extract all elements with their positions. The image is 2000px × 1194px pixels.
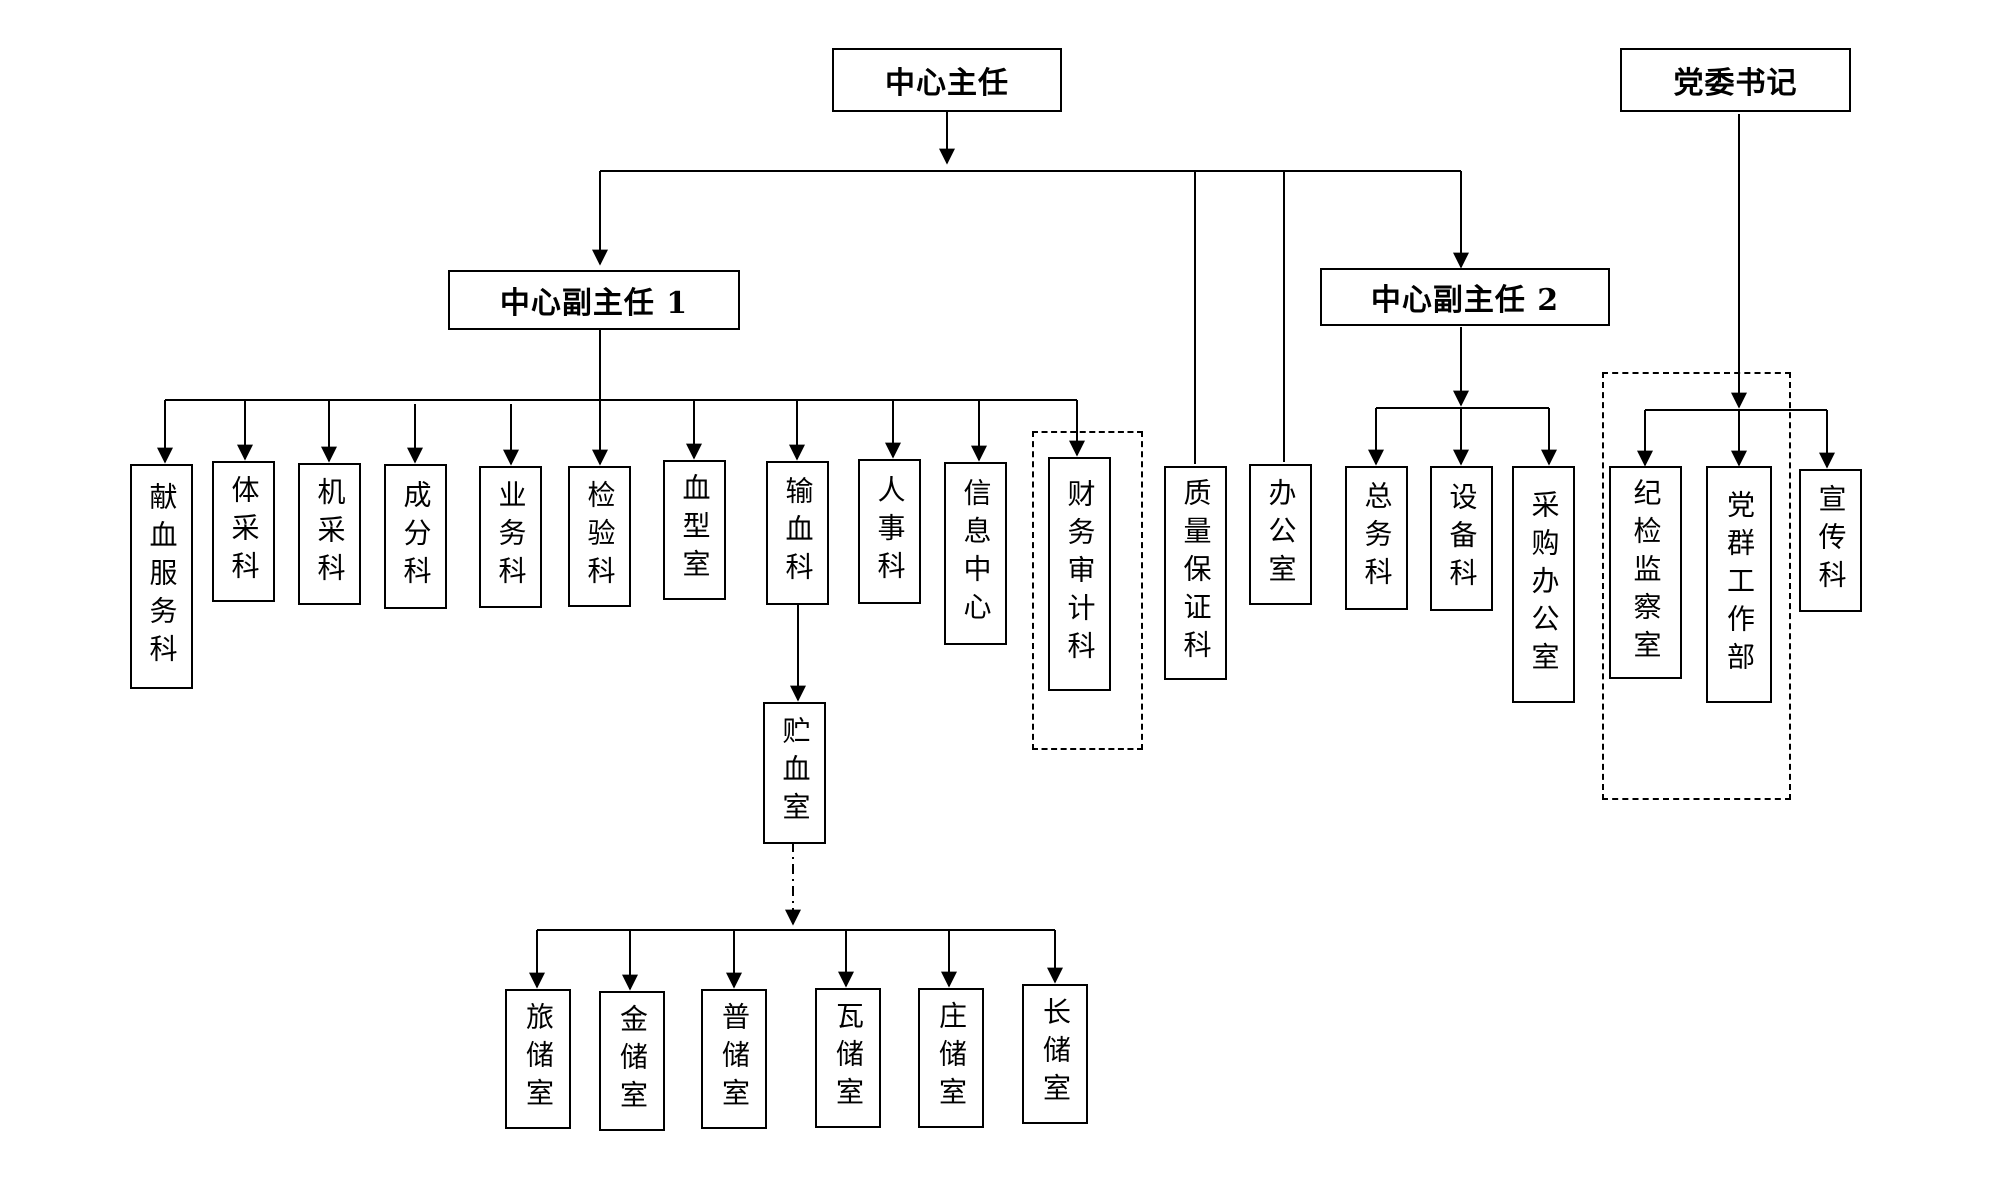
dept-information-center: 信息中心 [944,462,1007,645]
deputy-director-1-box: 中心副主任 1 [448,270,740,330]
dept-office: 办公室 [1249,464,1312,605]
dept-component: 成分科 [384,464,447,609]
party-dept-group-border [1602,372,1791,800]
storage-chang: 长储室 [1022,984,1088,1124]
dept-business: 业务科 [479,466,542,608]
storage-jin: 金储室 [599,991,665,1131]
dept-quality-assurance: 质量保证科 [1164,466,1227,680]
dept-blood-donation-service: 献血服务科 [130,464,193,689]
dept-body-collection: 体采科 [212,461,275,602]
dept-blood-storage-room: 贮血室 [763,702,826,844]
finance-audit-group-border [1032,431,1143,750]
director-box: 中心主任 [832,48,1062,112]
dept-publicity: 宣传科 [1799,469,1862,612]
dept-testing: 检验科 [568,466,631,607]
dept-finance-audit: 财务审计科 [1048,457,1111,691]
party-secretary-box: 党委书记 [1620,48,1851,112]
dept-personnel: 人事科 [858,459,921,604]
storage-wa: 瓦储室 [815,988,881,1128]
dept-procurement-office: 采购办公室 [1512,466,1575,703]
deputy-director-2-box: 中心副主任 2 [1320,268,1610,326]
storage-pu: 普储室 [701,989,767,1129]
storage-zhuang: 庄储室 [918,988,984,1128]
dept-blood-type-room: 血型室 [663,460,726,600]
dept-transfusion: 输血科 [766,461,829,605]
dept-equipment: 设备科 [1430,466,1493,611]
storage-lv: 旅储室 [505,989,571,1129]
dept-party-mass-work: 党群工作部 [1706,466,1772,703]
dept-general-affairs: 总务科 [1345,466,1408,610]
dept-discipline-inspection: 纪检监察室 [1609,466,1682,679]
dept-machine-collection: 机采科 [298,463,361,605]
